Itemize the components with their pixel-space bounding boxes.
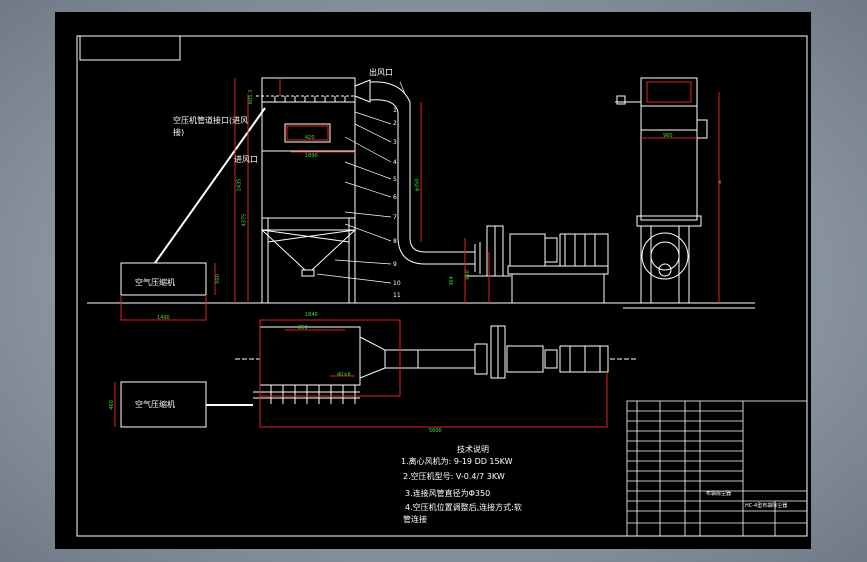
- fan-assembly-elevation: [465, 225, 609, 303]
- side-top-box: [640, 77, 698, 107]
- notes-title: 技术说明: [457, 445, 489, 454]
- plan-duct: [384, 349, 476, 369]
- plan-motor: [559, 345, 609, 373]
- compressor-top: [120, 107, 266, 296]
- note-3: 3.连接风管直径为Φ350: [405, 489, 491, 498]
- outer-frame: [76, 35, 808, 537]
- inlet-label: 进风口: [234, 155, 258, 164]
- compressor-hose: [154, 107, 266, 264]
- side-body: [640, 129, 698, 221]
- compressor-bottom-label: 空气压缩机: [135, 400, 175, 409]
- base-frame: [507, 265, 609, 275]
- side-fan-housing: [641, 232, 689, 280]
- title-block-name: 布袋除尘器: [706, 491, 732, 497]
- part-number: 1: [393, 107, 397, 114]
- compressor-bottom: [120, 381, 253, 428]
- discharge-valve: [301, 269, 315, 277]
- sheet-frame: [76, 35, 808, 537]
- dim-label: 5600: [429, 428, 442, 434]
- dim-label: 40×6: [337, 372, 351, 378]
- elevation-dims: [234, 78, 490, 303]
- part-number: 3: [393, 139, 397, 146]
- dim-label: 420: [305, 135, 315, 141]
- dim-label: 605.3: [248, 89, 255, 105]
- part-number: 6: [393, 194, 397, 201]
- duct-inner: [369, 99, 475, 265]
- drawing-sheet[interactable]: 出风口 空压机管道接口(进风 接) 进风口 空气压缩机 空气压缩机 1 2 3 …: [55, 12, 811, 549]
- dim-label: 1840: [305, 312, 318, 318]
- part-number: 9: [393, 261, 397, 268]
- dim-label: 1490: [157, 315, 170, 321]
- leader-lines: [316, 81, 406, 284]
- dim-label: 460: [108, 400, 115, 410]
- outlet-label: 出风口: [369, 68, 393, 77]
- note-4b: 管连接: [403, 515, 427, 524]
- compressor-top-dims: [120, 263, 216, 321]
- dim-label: 4: [718, 180, 722, 186]
- dim-label: 650: [464, 270, 471, 280]
- plan-nozzles: [270, 385, 356, 404]
- title-block: [626, 400, 808, 537]
- dim-label: 2435: [236, 178, 243, 192]
- plan-fan-body: [506, 345, 544, 373]
- part-number: 11: [393, 292, 401, 299]
- part-number: 8: [393, 238, 397, 245]
- part-number: 5: [393, 176, 397, 183]
- dim-label: 860: [298, 325, 308, 331]
- outlet-duct: [354, 79, 481, 274]
- pulse-nozzles: [274, 96, 346, 102]
- collector-body: [261, 77, 356, 219]
- collector-elevation: [256, 77, 357, 303]
- motor-body: [559, 233, 609, 267]
- side-view: [615, 77, 708, 303]
- compressor-pipe-label-cont: 接): [173, 128, 185, 137]
- part-number: 4: [393, 159, 397, 166]
- corner-label-box: [79, 35, 181, 61]
- dim-label: 500: [214, 274, 221, 284]
- dim-label: 364: [448, 276, 455, 286]
- part-number: 2: [393, 120, 397, 127]
- ground-lines: [87, 302, 755, 309]
- note-4a: 4.空压机位置调整后,连接方式:软: [405, 503, 522, 512]
- part-number: 7: [393, 214, 397, 221]
- compressor-box-top: [120, 262, 207, 296]
- side-dims: [641, 92, 720, 303]
- title-block-code: HC-4型布袋除尘器: [745, 503, 788, 509]
- fan-body: [509, 233, 546, 267]
- note-2: 2.空压机型号: V-0.4/7 3KW: [403, 472, 505, 481]
- dim-label: 1890: [305, 153, 318, 159]
- plan-dims: [259, 319, 608, 428]
- part-number: 10: [393, 280, 401, 287]
- compressor-top-label: 空气压缩机: [135, 278, 175, 287]
- duct-outer: [369, 81, 475, 253]
- cad-drawing-canvas: [76, 35, 808, 537]
- dim-label: φ350: [414, 178, 421, 192]
- inspection-door: [284, 123, 331, 143]
- compressor-pipe-label: 空压机管道接口(进风: [173, 116, 249, 125]
- dim-label: 960: [663, 133, 673, 139]
- dim-label: 4375: [241, 213, 248, 227]
- note-1: 1.离心风机为: 9-19 DD 15KW: [401, 457, 513, 466]
